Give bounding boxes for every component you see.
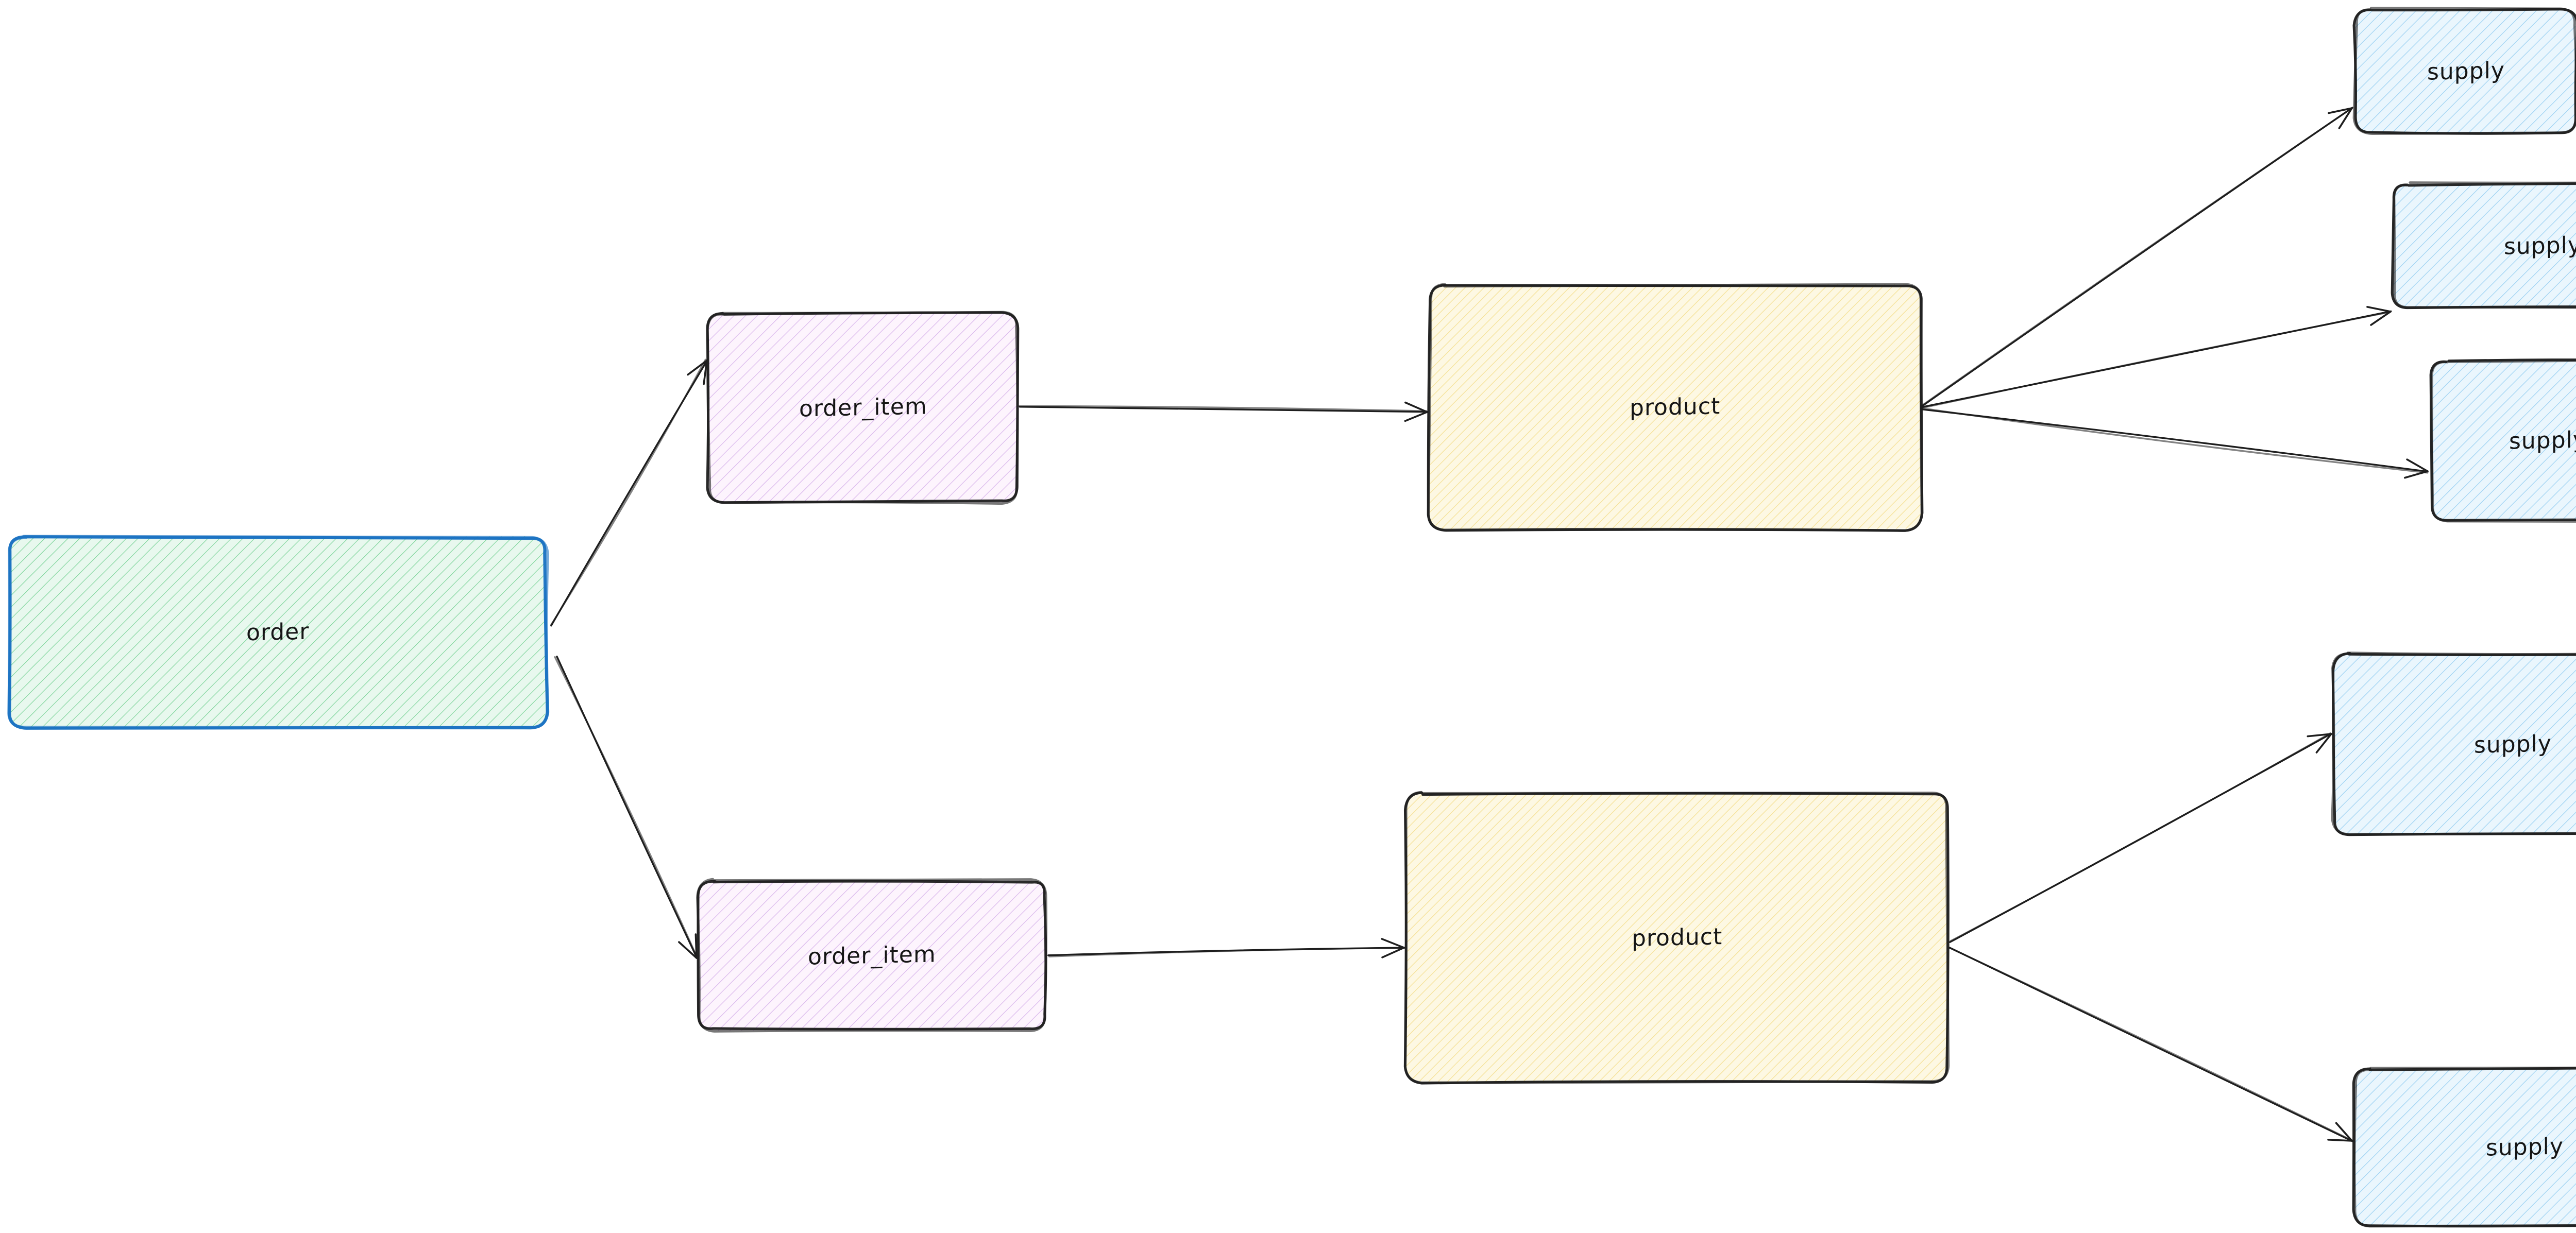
node-shape-supply_3 bbox=[2429, 358, 2576, 523]
edges bbox=[550, 107, 2429, 1142]
node-shape-supply_2 bbox=[2391, 181, 2576, 310]
node-product_2[interactable]: product bbox=[1406, 793, 1947, 1082]
node-supply_5[interactable]: supply bbox=[2354, 1069, 2576, 1226]
node-order[interactable]: order bbox=[9, 537, 546, 727]
node-shape-supply_5 bbox=[2352, 1066, 2576, 1228]
node-label: supply bbox=[2509, 426, 2576, 455]
node-label: order bbox=[246, 618, 310, 646]
node-shape-supply_4 bbox=[2331, 652, 2576, 836]
node-label: order_item bbox=[808, 940, 936, 970]
edge-order-to-order_item_1 bbox=[550, 358, 708, 627]
node-shape-product_2 bbox=[1403, 791, 1950, 1085]
node-shape-order_item_2 bbox=[696, 878, 1048, 1033]
node-label: supply bbox=[2503, 231, 2576, 260]
edge-order-to-order_item_2 bbox=[554, 655, 698, 959]
node-product_1[interactable]: product bbox=[1430, 285, 1921, 529]
edge-product_1-to-supply_3 bbox=[1919, 407, 2429, 479]
node-shape-order_item_1 bbox=[706, 311, 1020, 505]
node-supply_2[interactable]: supply bbox=[2393, 184, 2576, 307]
node-shape-order bbox=[7, 535, 550, 730]
node-label: supply bbox=[2427, 57, 2505, 85]
node-label: supply bbox=[2474, 730, 2552, 759]
node-shape-product_1 bbox=[1427, 283, 1924, 532]
node-label: order_item bbox=[799, 393, 927, 422]
edge-order_item_2-to-product_2 bbox=[1047, 938, 1405, 958]
edge-product_2-to-supply_5 bbox=[1948, 947, 2354, 1142]
edge-product_2-to-supply_4 bbox=[1949, 732, 2332, 943]
node-order_item_2[interactable]: order_item bbox=[698, 881, 1046, 1030]
edge-order_item_1-to-product_1 bbox=[1018, 401, 1428, 422]
node-supply_3[interactable]: supply bbox=[2432, 361, 2576, 520]
node-supply_4[interactable]: supply bbox=[2334, 654, 2576, 834]
edge-product_1-to-supply_1 bbox=[1920, 107, 2353, 407]
node-label: supply bbox=[2485, 1133, 2564, 1161]
edge-product_1-to-supply_2 bbox=[1920, 306, 2392, 409]
node-label: product bbox=[1630, 393, 1721, 421]
node-order_item_1[interactable]: order_item bbox=[708, 313, 1018, 502]
node-supply_1[interactable]: supply bbox=[2355, 9, 2576, 133]
node-shapes bbox=[7, 7, 2576, 1228]
node-shape-supply_1 bbox=[2352, 7, 2576, 135]
node-label: product bbox=[1631, 923, 1723, 952]
